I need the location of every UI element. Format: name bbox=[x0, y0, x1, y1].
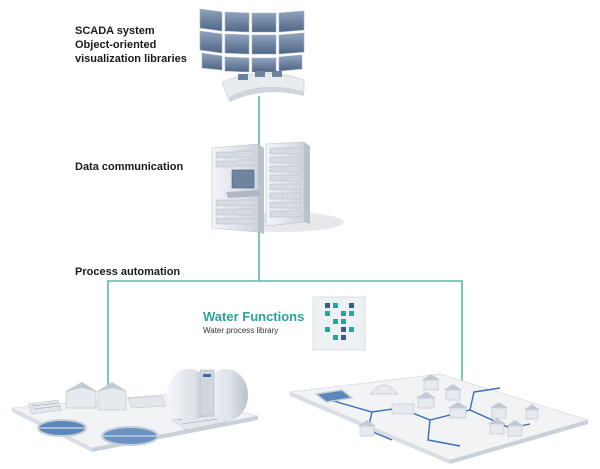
treatment-plant bbox=[10, 369, 259, 452]
server-racks bbox=[211, 141, 344, 234]
product-title: Water Functions bbox=[203, 309, 305, 324]
scada-label-line2: Object-oriented bbox=[75, 39, 157, 51]
scada-label-line1: SCADA system bbox=[75, 25, 155, 37]
product-subtitle: Water process library bbox=[203, 326, 279, 335]
connection-lines bbox=[107, 96, 463, 400]
data-communication-label: Data communication bbox=[75, 161, 184, 173]
distribution-network bbox=[288, 373, 590, 464]
process-automation-label: Process automation bbox=[75, 266, 181, 278]
scada-monitor-wall bbox=[199, 8, 305, 102]
water-functions-logo-icon bbox=[312, 296, 366, 351]
automation-bus-line bbox=[107, 280, 463, 400]
scada-label-line3: visualization libraries bbox=[75, 53, 187, 65]
